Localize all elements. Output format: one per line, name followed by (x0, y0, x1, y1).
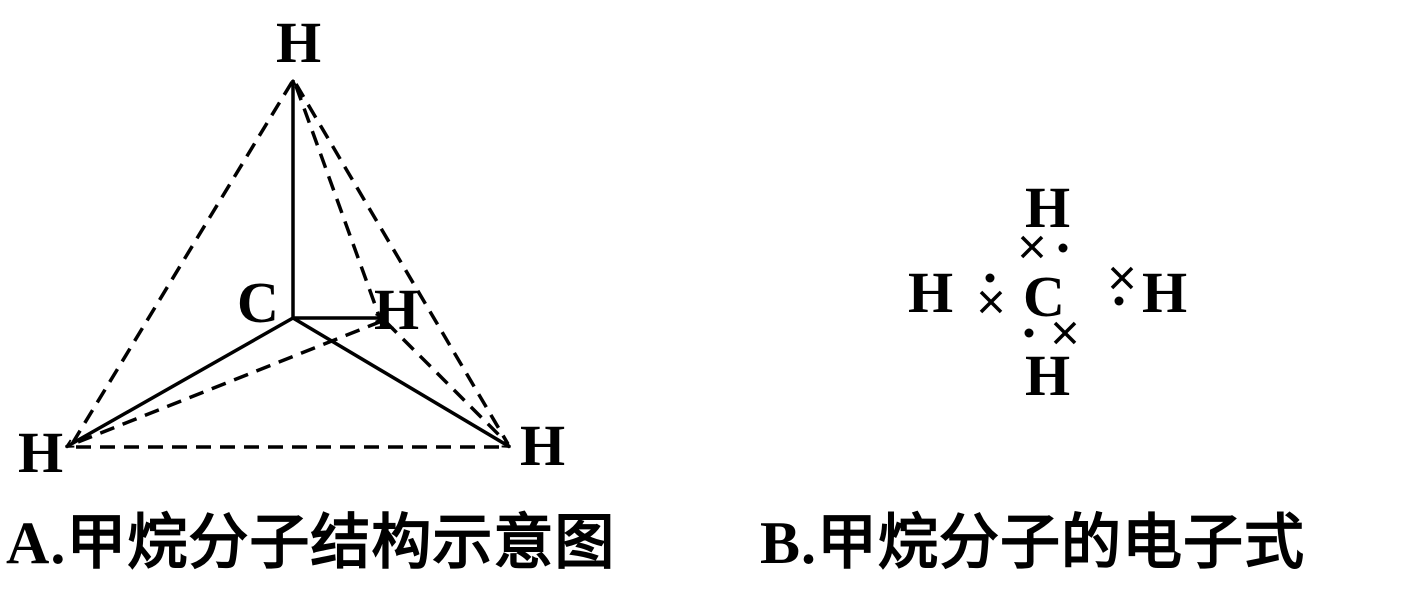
caption-a-letter: A. (6, 510, 67, 576)
electron-dot-icon (1058, 243, 1068, 253)
electron-cross-icon (1053, 321, 1077, 345)
lewis-c-label: C (1023, 264, 1065, 329)
caption-b: B.甲烷分子的电子式 (760, 503, 1305, 583)
edge-top-right (294, 83, 510, 445)
electron-formula: C H H H H (908, 175, 1187, 408)
caption-b-letter: B. (760, 510, 818, 576)
atom-h-top-label: H (276, 10, 321, 75)
atom-c-label: C (237, 270, 279, 335)
electron-cross-icon (1020, 235, 1044, 259)
structure-diagram: C H H H H (18, 10, 565, 485)
lewis-h-top-label: H (1025, 175, 1070, 240)
edge-left-back (77, 319, 383, 444)
caption-a: A.甲烷分子结构示意图 (6, 503, 615, 583)
lewis-h-bottom-label: H (1025, 343, 1070, 408)
electron-dot-icon (1114, 296, 1124, 306)
edge-top-left (70, 81, 294, 445)
electron-cross-icon (979, 290, 1003, 314)
edge-back-right (384, 320, 508, 444)
bond-c-left (66, 316, 294, 449)
electron-dot-icon (1024, 328, 1034, 338)
bond-c-right (292, 316, 510, 449)
electron-cross-icon (1110, 266, 1134, 290)
electron-dot-icon (985, 273, 995, 283)
caption-b-text: 甲烷分子的电子式 (817, 510, 1306, 576)
lewis-h-left-label: H (908, 260, 953, 325)
atom-h-right-label: H (520, 413, 565, 478)
atom-h-back-label: H (374, 277, 419, 342)
edge-top-back (294, 85, 384, 325)
caption-a-text: 甲烷分子结构示意图 (66, 510, 616, 576)
lewis-h-right-label: H (1142, 260, 1187, 325)
atom-h-left-label: H (18, 420, 63, 485)
